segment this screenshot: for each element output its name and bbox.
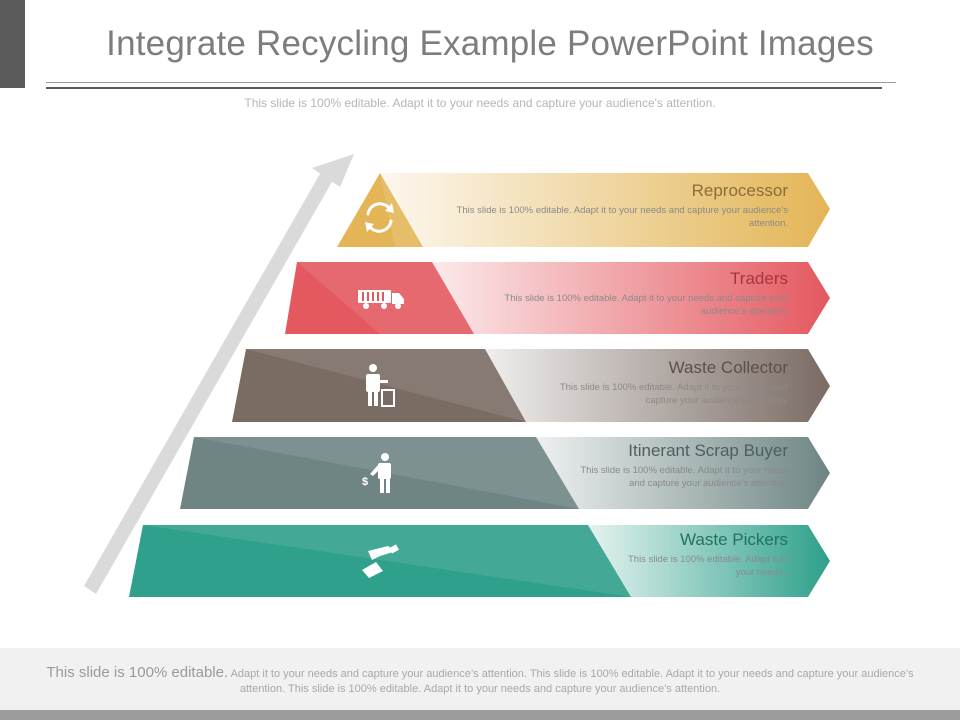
level-description: This slide is 100% editable. Adapt it to… [504, 293, 788, 317]
recycle-icon [365, 202, 394, 233]
footer-text: This slide is 100% editable. Adapt it to… [30, 665, 930, 697]
pyramid-segment-waste-pickers [129, 525, 631, 597]
title-rule-thin [46, 82, 896, 83]
slide-title: Integrate Recycling Example PowerPoint I… [106, 24, 874, 63]
pyramid-segment-reprocessor [337, 173, 423, 247]
level-waste-pickers: Waste Pickers This slide is 100% editabl… [618, 530, 788, 579]
level-traders: Traders This slide is 100% editable. Ada… [480, 269, 788, 318]
ribbon-waste-collector [480, 349, 830, 422]
level-heading: Waste Pickers [679, 530, 788, 549]
level-heading: Traders [730, 269, 788, 288]
ribbon-traders [420, 262, 830, 334]
truck-icon [358, 290, 404, 309]
level-heading: Itinerant Scrap Buyer [628, 441, 788, 460]
ribbon-itinerant-scrap-buyer [530, 437, 830, 509]
corner-accent-block [0, 0, 25, 88]
level-heading: Reprocessor [691, 181, 788, 200]
level-reprocessor: Reprocessor This slide is 100% editable.… [450, 181, 788, 230]
slide-subtitle: This slide is 100% editable. Adapt it to… [244, 96, 716, 110]
level-description: This slide is 100% editable. Adapt it to… [559, 382, 788, 406]
level-heading: Waste Collector [668, 358, 788, 377]
waste-collector-icon [366, 364, 395, 407]
scrap-buyer-icon: $ [362, 453, 391, 493]
footer-body: Adapt it to your needs and capture your … [228, 668, 914, 695]
bottom-accent-bar [0, 710, 960, 720]
hand-picking-icon [362, 544, 399, 578]
level-description: This slide is 100% editable. Adapt it to… [456, 205, 788, 229]
growth-arrow [84, 154, 354, 594]
ribbon-waste-pickers [580, 525, 830, 597]
svg-text:$: $ [362, 476, 368, 488]
footer-lead: This slide is 100% editable. [46, 664, 229, 681]
ribbon-reprocessor [380, 173, 830, 247]
level-waste-collector: Waste Collector This slide is 100% edita… [540, 358, 788, 407]
title-rule-thick [46, 87, 882, 89]
level-description: This slide is 100% editable. Adapt it to… [627, 554, 788, 578]
level-description: This slide is 100% editable. Adapt it to… [580, 465, 790, 489]
footer-panel: This slide is 100% editable. Adapt it to… [0, 648, 960, 710]
level-itinerant-scrap-buyer: Itinerant Scrap Buyer This slide is 100%… [580, 441, 790, 490]
